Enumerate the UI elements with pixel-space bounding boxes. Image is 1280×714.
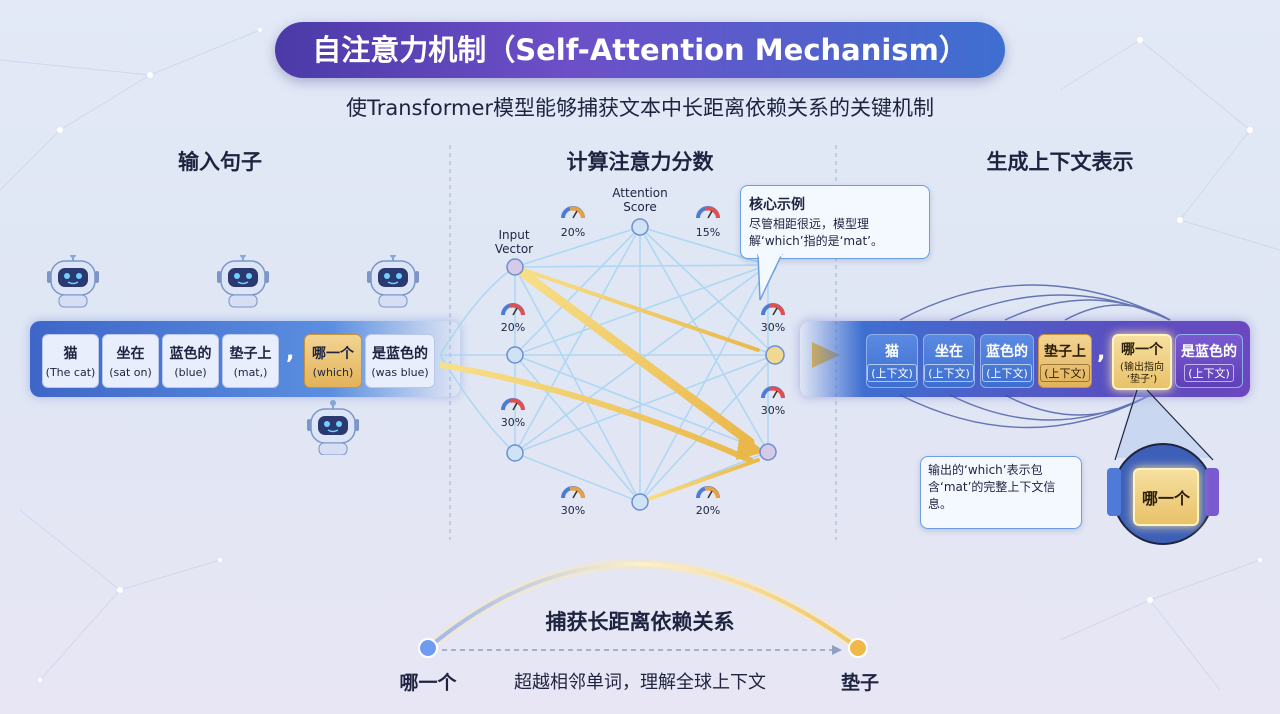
score-percent: 30%	[500, 416, 526, 429]
score-percent: 20%	[500, 321, 526, 334]
page-title: 自注意力机制（Self-Attention Mechanism）	[275, 22, 1005, 78]
input-token: 坐在(sat on)	[102, 334, 159, 388]
bottom-title: 捕获长距离依赖关系	[545, 610, 735, 634]
input-token: 垫子上(mat,)	[222, 334, 279, 388]
callout-example-body: 尽管相距很远，模型理解‘which’指的是‘mat’。	[749, 217, 883, 248]
section-input-title: 输入句子	[178, 150, 262, 174]
input-token-which: 哪一个(which)	[304, 334, 362, 388]
output-token: 蓝色的(上下文)	[980, 334, 1034, 388]
comma-symbol: ,	[286, 340, 295, 365]
page-subtitle: 使Transformer模型能够捕获文本中长距离依赖关系的关键机制	[345, 96, 934, 120]
output-token: 是蓝色的(上下文)	[1175, 334, 1243, 388]
callout-example: 核心示例 尽管相距很远，模型理解‘which’指的是‘mat’。	[740, 185, 930, 259]
robot-icon	[366, 255, 420, 308]
bottom-left-word: 哪一个	[399, 672, 457, 694]
score-percent: 20%	[695, 504, 721, 517]
section-compute-title: 计算注意力分数	[566, 150, 714, 174]
context-arcs	[899, 284, 1171, 429]
robot-icon	[216, 255, 270, 308]
output-token: 垫子上(上下文)	[1038, 334, 1092, 388]
input-token: 是蓝色的(was blue)	[365, 334, 435, 388]
robot-icon	[306, 399, 360, 455]
comma-symbol: ,	[1097, 340, 1106, 365]
robot-icon	[46, 255, 100, 308]
score-percent: 30%	[760, 321, 786, 334]
output-token: 猫(上下文)	[866, 334, 918, 388]
input-vector-label: Input Vector	[494, 228, 534, 256]
input-token: 蓝色的(blue)	[162, 334, 219, 388]
attention-network	[440, 206, 840, 511]
attention-score-label: Attention Score	[612, 186, 668, 214]
long-range-arc	[418, 559, 868, 658]
score-percent: 20%	[560, 226, 586, 239]
output-token-which: 哪一个(输出指向 ‘垫子’)	[1112, 334, 1172, 390]
zoom-token-which: 哪一个	[1133, 468, 1199, 526]
callout-example-title: 核心示例	[749, 197, 805, 213]
callout-pointer	[757, 254, 783, 301]
score-percent: 15%	[695, 226, 721, 239]
score-percent: 30%	[760, 404, 786, 417]
output-token: 坐在(上下文)	[923, 334, 975, 388]
section-output-title: 生成上下文表示	[986, 150, 1134, 174]
callout-output: 输出的‘which’表示包含‘mat’的完整上下文信息。	[920, 456, 1082, 529]
bottom-right-word: 垫子	[840, 672, 879, 694]
score-percent: 30%	[560, 504, 586, 517]
bottom-middle-text: 超越相邻单词，理解全球上下文	[514, 672, 766, 693]
input-token: 猫(The cat)	[42, 334, 99, 388]
